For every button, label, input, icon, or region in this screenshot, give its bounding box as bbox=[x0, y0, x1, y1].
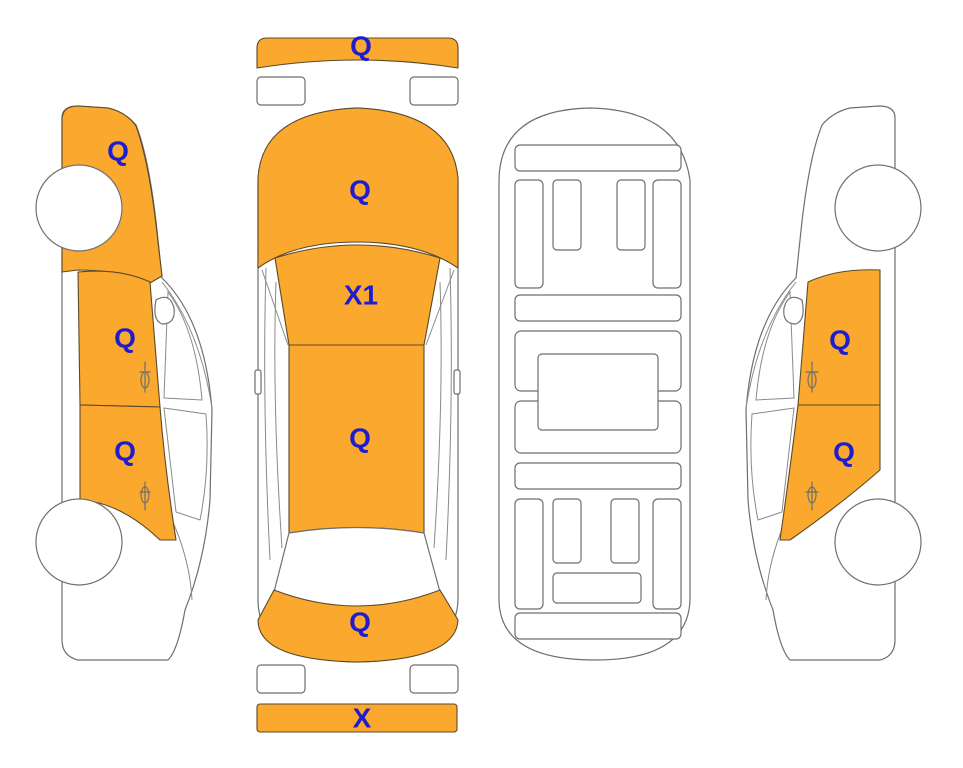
left-mirror-side bbox=[154, 296, 175, 325]
underbody-part bbox=[552, 498, 582, 564]
right-mirror-side bbox=[783, 296, 804, 325]
right-rear-lock bbox=[807, 486, 817, 504]
top-view bbox=[254, 37, 461, 733]
left-rear-wheel bbox=[35, 498, 123, 586]
left-side-window bbox=[264, 267, 271, 561]
roof-code: X1 bbox=[344, 280, 378, 311]
underbody-part bbox=[514, 144, 682, 172]
right-body-outline bbox=[745, 105, 896, 661]
right-windshield bbox=[745, 281, 797, 409]
rear-window bbox=[273, 526, 441, 608]
right-front-lock bbox=[807, 371, 817, 389]
underbody-view bbox=[498, 107, 691, 661]
front-bumper-code: Q bbox=[350, 31, 372, 62]
right-front-door-code: Q bbox=[829, 325, 851, 356]
left-rear-door[interactable] bbox=[79, 404, 177, 541]
underbody-part bbox=[552, 572, 642, 604]
right-side-view bbox=[745, 105, 922, 661]
right-rear-window bbox=[750, 407, 795, 521]
right-front-door[interactable] bbox=[797, 269, 881, 406]
front-left-light bbox=[256, 76, 306, 106]
left-side-window-inner bbox=[274, 281, 283, 549]
underbody-part bbox=[514, 462, 682, 490]
right-side-window bbox=[445, 267, 452, 561]
underbody-part bbox=[652, 179, 682, 289]
left-rear-door-code: Q bbox=[114, 436, 136, 467]
right-front-wheel bbox=[834, 164, 922, 252]
underbody-part bbox=[652, 498, 682, 610]
underbody-outline bbox=[498, 107, 691, 661]
rear-panel-code: Q bbox=[349, 607, 371, 638]
underbody-part bbox=[552, 179, 582, 251]
underbody-part bbox=[514, 612, 682, 640]
hood-code: Q bbox=[349, 175, 371, 206]
right-rear-door-code: Q bbox=[833, 437, 855, 468]
underbody-part bbox=[514, 294, 682, 322]
left-windshield bbox=[161, 281, 213, 409]
left-front-lock bbox=[140, 371, 150, 389]
underbody-part bbox=[537, 353, 659, 431]
underbody-part bbox=[514, 179, 544, 289]
left-a-pillar bbox=[261, 269, 289, 346]
rear-bumper[interactable] bbox=[256, 703, 458, 733]
left-front-door-code: Q bbox=[114, 323, 136, 354]
left-front-wheel bbox=[35, 164, 123, 252]
rear-panel[interactable] bbox=[257, 589, 459, 663]
right-a-pillar bbox=[425, 269, 455, 346]
right-rear-door[interactable] bbox=[779, 404, 881, 541]
left-front-door[interactable] bbox=[77, 270, 161, 408]
trunk-lid-code: Q bbox=[349, 423, 371, 454]
hood-panel[interactable] bbox=[257, 107, 459, 269]
left-side-view bbox=[35, 105, 213, 661]
damage-codes: Q Q X1 Q Q X Q Q Q Q Q bbox=[107, 31, 855, 734]
underbody-part bbox=[514, 498, 544, 610]
rear-bumper-code: X bbox=[353, 703, 372, 734]
rear-right-light bbox=[409, 664, 459, 694]
front-right-light bbox=[409, 76, 459, 106]
left-rear-window bbox=[163, 407, 208, 521]
front-bumper[interactable] bbox=[256, 37, 459, 69]
underbody-part bbox=[610, 498, 640, 564]
right-front-window bbox=[755, 290, 795, 401]
underbody-part bbox=[616, 179, 646, 251]
right-mirror bbox=[453, 369, 461, 395]
left-front-window bbox=[163, 290, 203, 401]
left-rear-lock bbox=[140, 486, 150, 504]
rear-left-light bbox=[256, 664, 306, 694]
roof-panel[interactable] bbox=[274, 244, 441, 346]
left-rear-glass bbox=[171, 519, 193, 601]
right-rear-wheel bbox=[834, 498, 922, 586]
left-mirror bbox=[254, 369, 262, 395]
right-side-window-inner bbox=[433, 281, 442, 549]
left-front-fender-code: Q bbox=[107, 136, 129, 167]
